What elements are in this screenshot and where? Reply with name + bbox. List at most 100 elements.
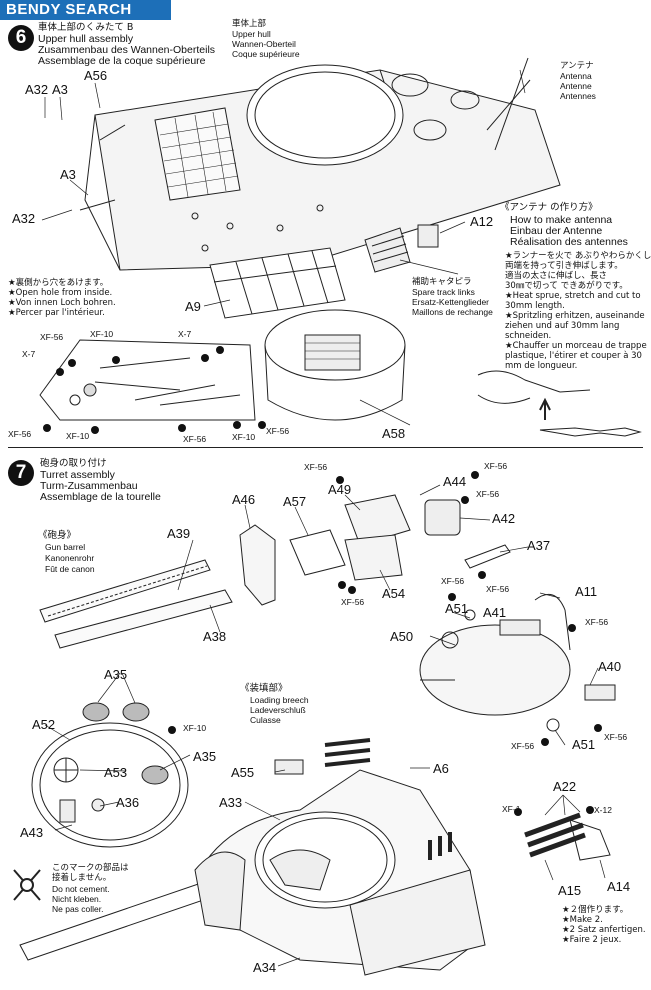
part-a34: A34 [253,960,277,975]
part-a41: A41 [483,605,507,620]
paint-xf56: XF-56 [585,617,609,627]
paint-xf56: XF-56 [183,434,207,444]
part-a32-lower: A32 [12,211,36,226]
part-a15: A15 [558,883,582,898]
no-cement-de: Nicht kleben. [52,894,102,904]
howto-antenna-jp: 《アンテナ の作り方》 [500,202,598,213]
paint-xf10: XF-10 [183,723,207,733]
paint-xf56: XF-56 [476,489,500,499]
turret-front-drawing [419,593,616,732]
turret-a33-drawing [19,759,486,976]
breech-jp: 《装填部》 [240,683,288,694]
part-a35-upper: A35 [104,667,128,682]
part-a44: A44 [443,474,467,489]
antenna-label-de: Antenne [560,81,592,91]
part-a57: A57 [283,494,307,509]
no-cement-fr: Ne pas coller. [52,904,104,914]
part-a56: A56 [84,68,108,83]
paint-xf56: XF-56 [266,426,290,436]
step-7-number: 7 [8,460,34,486]
no-cement-en: Do not cement. [52,884,110,894]
paint-xf56: XF-56 [484,461,508,471]
gun-barrel-drawing [39,559,233,649]
no-cement-jp: このマークの部品は 接着しません。 [52,863,129,883]
spare-track-links-drawing [364,224,439,273]
paint-xf56: XF-56 [304,462,328,472]
paint-x7: X-7 [22,349,36,359]
part-a6: A6 [433,761,449,776]
part-a55: A55 [231,765,255,780]
part-a52: A52 [32,717,56,732]
breech-en: Loading breech [250,695,309,705]
track-links-de: Ersatz-Kettenglieder [412,297,490,307]
make-two-note: ★２個作ります。 ★Make 2. ★2 Satz anfertigen. ★F… [562,905,646,945]
howto-antenna-fr: Réalisation des antennes [510,236,628,248]
step-7-title-en: Turret assembly [40,469,115,481]
antenna-label-jp: アンテナ [560,60,594,70]
shells-drawing [324,738,611,861]
paint-x12: X-12 [594,805,612,815]
breech-fr: Culasse [250,715,281,725]
paint-xf56: XF-56 [8,429,32,439]
track-links-en: Spare track links [412,287,475,297]
gun-barrel-de: Kanonenrohr [45,553,95,563]
step-7-title-de: Turm-Zusammenbau [40,480,138,492]
open-hole-note: ★裏側から穴をあけます。 ★Open hole from inside. ★Vo… [8,278,116,318]
part-a46: A46 [232,492,256,507]
paint-xf56: XF-56 [486,584,510,594]
paint-xf1: XF-1 [502,804,521,814]
paint-x7: X-7 [178,329,192,339]
gun-mount-drawing [344,494,511,581]
part-a14: A14 [607,879,631,894]
part-a51-upper: A51 [445,601,469,616]
part-a35-lower: A35 [193,749,217,764]
part-a3-upper: A3 [52,82,68,97]
step-6-title-en: Upper hull assembly [38,33,134,45]
hull-label-de: Wannen-Oberteil [232,39,296,49]
part-a42: A42 [492,511,516,526]
gun-barrel-fr: Fût de canon [45,564,95,574]
paint-xf56: XF-56 [40,332,64,342]
watermark-logo: BENDY SEARCH [0,0,171,20]
step-6-number: 6 [8,25,34,51]
howto-antenna-instructions: ★ランナーを火で あぶりやわらかくし、 両端を持って引き伸ばします。 適当の太さ… [505,251,651,371]
part-a49: A49 [328,482,352,497]
upper-hull-drawing [79,57,561,271]
gun-barrel-en: Gun barrel [45,542,86,552]
step-6-title-fr: Assemblage de la coque supérieure [38,55,206,67]
howto-antenna-de: Einbau der Antenne [510,225,603,237]
section-divider [8,447,643,448]
antenna-label-fr: Antennes [560,91,596,101]
breech-de: Ladeverschluß [250,705,306,715]
tools-panel-drawing [39,339,256,421]
part-a12: A12 [470,214,494,229]
part-a58: A58 [382,426,406,441]
paint-xf10: XF-10 [66,431,90,441]
howto-antenna-en: How to make antenna [510,214,613,226]
mantlet-a46-drawing [239,524,276,606]
hull-label-en: Upper hull [232,29,271,39]
step-7-title-fr: Assemblage de la tourelle [40,491,161,503]
part-a50: A50 [390,629,414,644]
part-a32-upper: A32 [25,82,49,97]
part-a9: A9 [185,299,201,314]
paint-xf56: XF-56 [441,576,465,586]
part-a57-drawing [289,529,346,576]
track-links-fr: Maillons de rechange [412,307,493,317]
part-a36: A36 [116,795,140,810]
antenna-label-en: Antenna [560,71,592,81]
turret-basket-drawing [264,309,406,421]
paint-markers [43,346,602,816]
step-6-title-jp: 車体上部のくみたて B [38,22,134,33]
paint-xf10: XF-10 [232,432,256,442]
part-a37: A37 [527,538,551,553]
part-a40: A40 [598,659,622,674]
part-a3-lower: A3 [60,167,76,182]
part-a53: A53 [104,765,128,780]
no-cement-mark-icon [13,869,41,901]
antenna-howto-drawing [477,370,642,437]
step-6-title-de: Zusammenbau des Wannen-Oberteils [38,44,216,56]
part-a43: A43 [20,825,44,840]
part-a22: A22 [553,779,577,794]
